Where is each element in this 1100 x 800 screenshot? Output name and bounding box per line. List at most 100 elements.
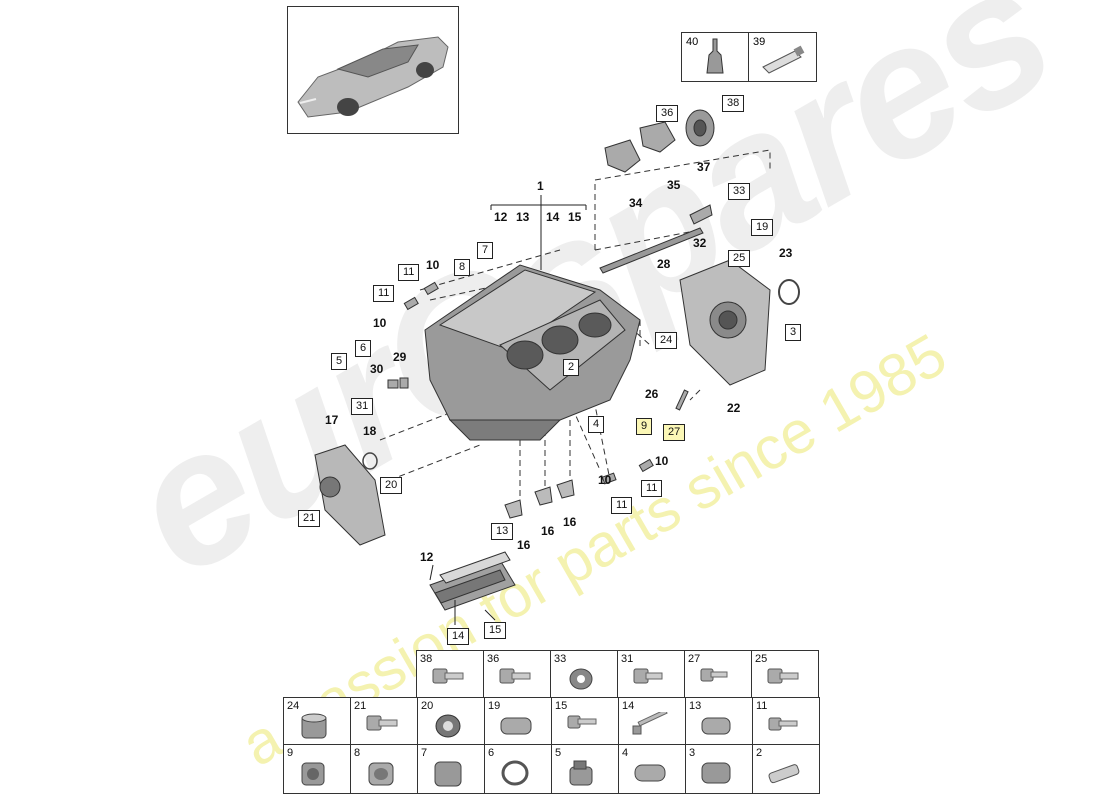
tube-icon <box>762 45 805 74</box>
callout-28: 28 <box>657 257 671 271</box>
callout-38: 38 <box>722 95 745 112</box>
part-number: 25 <box>755 653 768 665</box>
plug-icon <box>569 760 593 786</box>
callout-22: 22 <box>727 401 741 415</box>
engine-block <box>424 264 641 441</box>
part-cell: 20 <box>417 697 485 747</box>
plug-icon <box>301 713 327 739</box>
part-number: 24 <box>287 700 300 712</box>
part-cell: 21 <box>350 697 418 747</box>
callout-10-b: 10 <box>373 316 387 330</box>
part-number: 38 <box>420 653 433 665</box>
callout-30: 30 <box>370 362 384 376</box>
part-number: 15 <box>555 700 568 712</box>
part-cell: 13 <box>685 697 753 747</box>
sleeve-icon <box>500 717 532 735</box>
tool-number: 39 <box>753 36 766 48</box>
bolt-icon <box>567 715 597 729</box>
tool-number: 40 <box>686 36 699 48</box>
callout-29: 29 <box>393 350 407 364</box>
callout-12-top: 12 <box>494 210 508 224</box>
bolt-icon <box>366 715 398 731</box>
sleeve-icon <box>701 762 731 784</box>
callout-4: 4 <box>588 416 605 433</box>
callout-10-a: 10 <box>426 258 440 272</box>
part-cell: 25 <box>751 650 819 700</box>
vehicle-thumbnail <box>287 6 459 134</box>
callout-11-a: 11 <box>398 264 420 281</box>
part-cell: 3 <box>685 744 753 794</box>
callout-15: 15 <box>484 622 507 639</box>
callout-2: 2 <box>563 359 580 376</box>
exploded-diagram <box>314 109 800 625</box>
part-cell: 24 <box>283 697 351 747</box>
bolt-icon <box>700 668 728 682</box>
part-number: 33 <box>554 653 567 665</box>
front-cover <box>314 444 386 546</box>
part-number: 21 <box>354 700 367 712</box>
part-cell: 4 <box>618 744 686 794</box>
callout-1: 1 <box>537 179 544 193</box>
part-cell: 5 <box>551 744 619 794</box>
callout-27: 27 <box>663 424 686 441</box>
bolt-icon <box>768 717 798 731</box>
part-number: 31 <box>621 653 634 665</box>
callout-31: 31 <box>351 398 374 415</box>
pin-icon <box>768 764 800 784</box>
plug-icon <box>368 762 394 786</box>
part-number: 5 <box>555 747 562 759</box>
callout-21: 21 <box>298 510 321 527</box>
callout-23: 23 <box>779 246 793 260</box>
callout-26: 26 <box>645 387 659 401</box>
callout-35: 35 <box>667 178 681 192</box>
callout-36: 36 <box>656 105 679 122</box>
part-cell: 14 <box>618 697 686 747</box>
parts-row-2: 24 21 20 19 15 14 13 11 <box>283 697 820 747</box>
part-number: 7 <box>421 747 428 759</box>
chain-parts <box>604 109 715 173</box>
sleeve-icon <box>701 717 731 735</box>
shaft <box>599 204 713 274</box>
tool-cell: 40 <box>682 33 749 81</box>
part-cell: 19 <box>484 697 552 747</box>
callout-3: 3 <box>785 324 802 341</box>
callout-14-top: 14 <box>546 210 560 224</box>
o-ring-icon <box>501 760 529 786</box>
callout-19: 19 <box>751 219 774 236</box>
part-number: 14 <box>622 700 635 712</box>
rear-cover <box>679 259 771 386</box>
bolt-icon <box>499 668 531 684</box>
callout-24: 24 <box>655 332 678 349</box>
part-number: 9 <box>287 747 294 759</box>
callout-16-c: 16 <box>563 515 577 529</box>
long-bolt-icon <box>632 712 668 735</box>
callout-18: 18 <box>363 424 377 438</box>
part-number: 8 <box>354 747 361 759</box>
callout-15-top: 15 <box>568 210 582 224</box>
callout-10-d: 10 <box>598 473 612 487</box>
part-cell: 31 <box>617 650 685 700</box>
callout-32: 32 <box>693 236 707 250</box>
sleeve-icon <box>634 764 666 782</box>
parts-grid: 38 36 33 31 27 25 24 21 20 19 15 14 13 1… <box>283 650 820 798</box>
callout-10-c: 10 <box>655 454 669 468</box>
callout-5: 5 <box>331 353 348 370</box>
callout-37: 37 <box>697 160 711 174</box>
callout-7: 7 <box>477 242 494 259</box>
part-number: 20 <box>421 700 434 712</box>
callout-11-b: 11 <box>373 285 395 302</box>
part-number: 13 <box>689 700 702 712</box>
part-cell: 2 <box>752 744 820 794</box>
bolt-icon <box>633 668 663 684</box>
car-image <box>297 36 449 118</box>
plug-icon <box>434 761 462 787</box>
part-number: 11 <box>756 700 768 712</box>
plug-icon <box>301 762 325 786</box>
part-cell: 38 <box>416 650 484 700</box>
bolt-icon <box>432 668 464 684</box>
callout-17: 17 <box>325 413 339 427</box>
part-cell: 6 <box>484 744 552 794</box>
callout-33: 33 <box>728 183 751 200</box>
sealant-bottle-icon <box>706 38 724 74</box>
part-number: 27 <box>688 653 701 665</box>
